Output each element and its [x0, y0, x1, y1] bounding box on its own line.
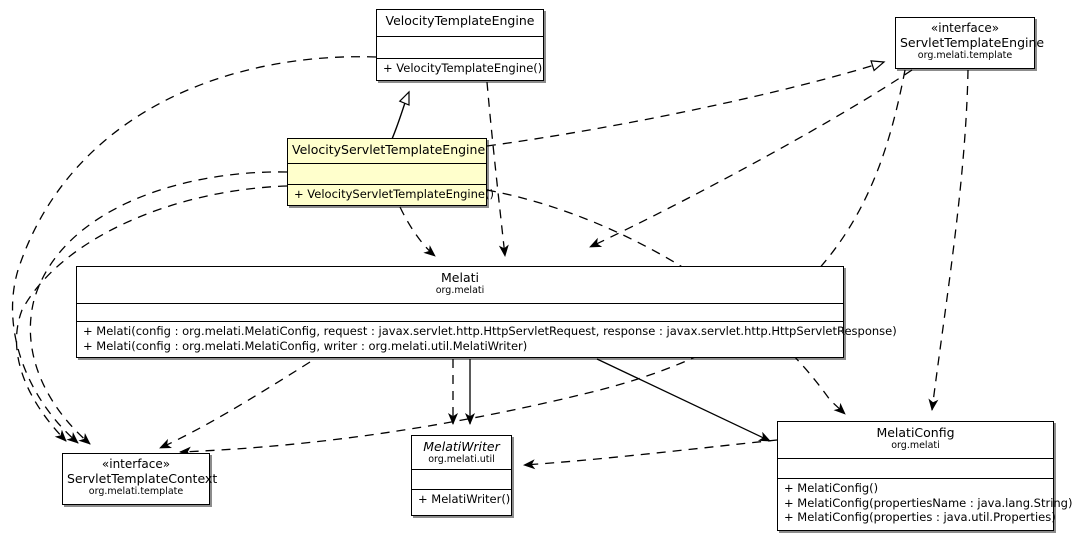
class-attributes — [412, 469, 511, 489]
edge-dependency-stei-melati — [589, 69, 913, 248]
class-operations: + VelocityTemplateEngine() — [377, 58, 543, 78]
edge-dependency-stei-stc — [179, 69, 906, 457]
class-name: VelocityServletTemplateEngine — [292, 142, 486, 157]
edge-dependency-vte-stc — [11, 56, 377, 444]
class-stereotype: «interface» — [101, 457, 171, 471]
class-name: MelatiWriter — [423, 439, 500, 454]
class-header: MelatiConfig org.melati — [778, 422, 1053, 458]
edge-generalization-vste-vte — [391, 90, 410, 140]
class-stereotype: «interface» — [930, 21, 1000, 35]
class-package: org.melati — [891, 440, 940, 451]
edge-association-melati-melaticonfig — [596, 358, 771, 442]
class-operations: + MelatiConfig() + MelatiConfig(properti… — [778, 478, 1073, 527]
operation: + MelatiConfig() — [784, 481, 879, 495]
operation: + MelatiWriter() — [418, 492, 511, 506]
class-name: ServletTemplateContext — [67, 471, 218, 486]
class-operations: + VelocityServletTemplateEngine() — [288, 184, 494, 204]
class-name: Melati — [441, 270, 479, 285]
class-header: «interface» ServletTemplateEngine org.me… — [896, 18, 1045, 68]
edge-dependency-melati-stc — [159, 361, 311, 449]
class-header: Melati org.melati — [77, 267, 843, 303]
class-header: VelocityServletTemplateEngine — [288, 139, 486, 163]
operation: + VelocityTemplateEngine() — [383, 61, 543, 75]
class-box-melati[interactable]: Melati org.melati + Melati(config : org.… — [76, 266, 897, 358]
class-attributes — [778, 458, 1053, 478]
edge-dependency-stei-melaticonfig — [928, 69, 969, 411]
class-package: org.melati.util — [428, 454, 495, 465]
class-box-velocity-template-engine[interactable]: VelocityTemplateEngine + VelocityTemplat… — [376, 9, 544, 81]
class-header: VelocityTemplateEngine — [377, 10, 543, 36]
class-operations: + MelatiWriter() — [412, 489, 511, 509]
operation: + MelatiConfig(properties : java.util.Pr… — [784, 510, 1056, 524]
class-box-servlet-template-context[interactable]: «interface» ServletTemplateContext org.m… — [62, 453, 218, 505]
edge-dependency-vste-melati — [399, 206, 436, 257]
class-box-melati-writer[interactable]: MelatiWriter org.melati.util + MelatiWri… — [411, 435, 512, 516]
edge-realization-vste-stei — [486, 60, 886, 147]
class-attributes — [288, 163, 486, 184]
class-box-servlet-template-engine[interactable]: «interface» ServletTemplateEngine org.me… — [895, 17, 1045, 69]
edge-dependency-vte-melati — [486, 81, 509, 257]
class-header: MelatiWriter org.melati.util — [412, 436, 511, 469]
edge-dependency-melaticonfig-melatiwriter — [523, 439, 778, 470]
class-package: org.melati — [435, 285, 485, 296]
class-box-melati-config[interactable]: MelatiConfig org.melati + MelatiConfig()… — [777, 421, 1073, 531]
class-name: ServletTemplateEngine — [900, 35, 1045, 50]
class-attributes — [77, 303, 843, 321]
class-package: org.melati.template — [917, 50, 1013, 61]
operation: + Melati(config : org.melati.MelatiConfi… — [83, 338, 528, 353]
operation: + Melati(config : org.melati.MelatiConfi… — [83, 324, 897, 338]
class-package: org.melati.template — [88, 486, 184, 497]
class-attributes — [377, 36, 543, 58]
operation: + VelocityServletTemplateEngine() — [294, 187, 494, 201]
operation: + MelatiConfig(propertiesName : java.lan… — [784, 495, 1073, 510]
class-operations: + Melati(config : org.melati.MelatiConfi… — [77, 321, 897, 355]
class-name: VelocityTemplateEngine — [385, 13, 535, 28]
class-box-velocity-servlet-template-engine[interactable]: VelocityServletTemplateEngine + Velocity… — [287, 138, 494, 206]
class-name: MelatiConfig — [876, 425, 955, 440]
class-header: «interface» ServletTemplateContext org.m… — [63, 454, 218, 504]
